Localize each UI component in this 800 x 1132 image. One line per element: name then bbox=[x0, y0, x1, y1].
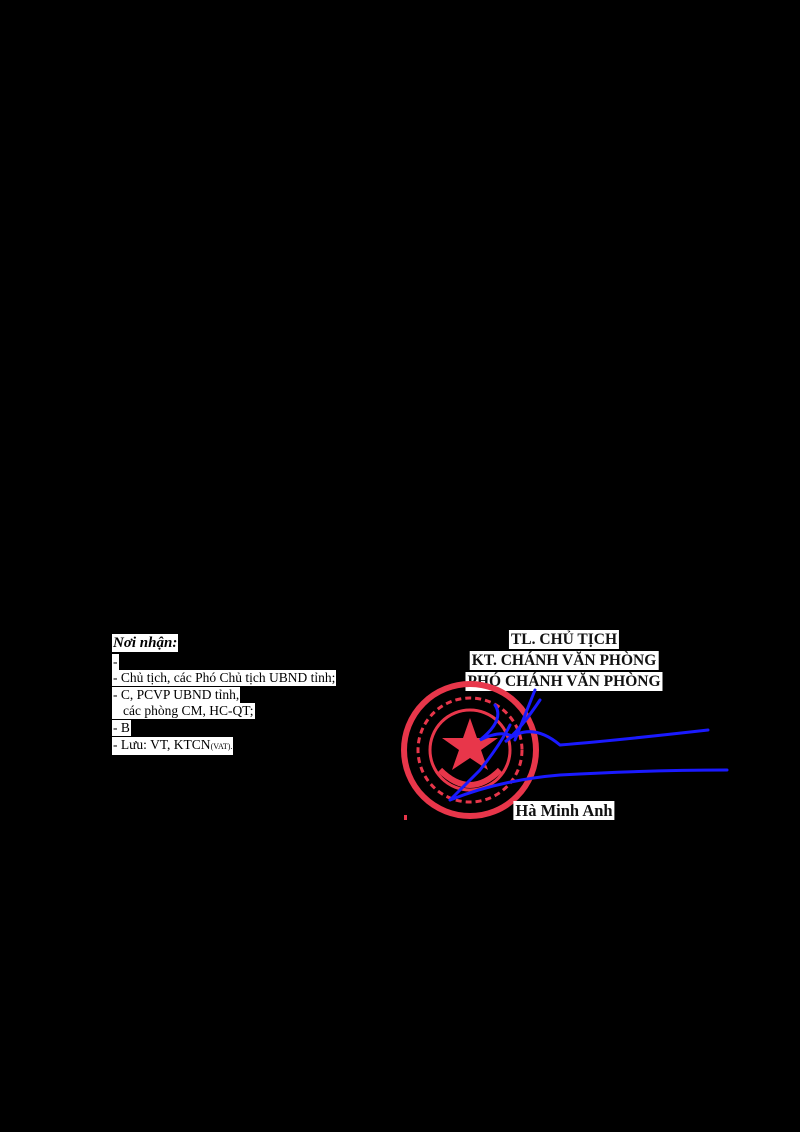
recipients-heading: Nơi nhận: bbox=[112, 634, 179, 652]
official-stamp bbox=[401, 681, 539, 820]
recipient-line: các phòng CM, HC-QT; bbox=[112, 703, 255, 719]
recipient-line: - Chủ tịch, các Phó Chủ tịch UBND tỉnh; bbox=[112, 670, 337, 686]
recipient-line-redacted: - bbox=[112, 654, 119, 670]
signature-title-2: KT. CHÁNH VĂN PHÒNG bbox=[469, 651, 659, 670]
archive-suffix: (VAT). bbox=[210, 742, 233, 751]
recipient-line: - C, PCVP UBND tỉnh, bbox=[112, 687, 241, 703]
recipient-line-archive: - Lưu: VT, KTCN(VAT). bbox=[112, 737, 234, 755]
signature-title-3: PHÓ CHÁNH VĂN PHÒNG bbox=[465, 672, 663, 691]
signer-name: Hà Minh Anh bbox=[513, 801, 615, 820]
handwritten-signature bbox=[448, 688, 729, 802]
signature-title-1: TL. CHỦ TỊCH bbox=[508, 630, 620, 649]
archive-text: - Lưu: VT, KTCN bbox=[113, 737, 211, 752]
recipient-line-redacted: - B bbox=[112, 720, 131, 736]
